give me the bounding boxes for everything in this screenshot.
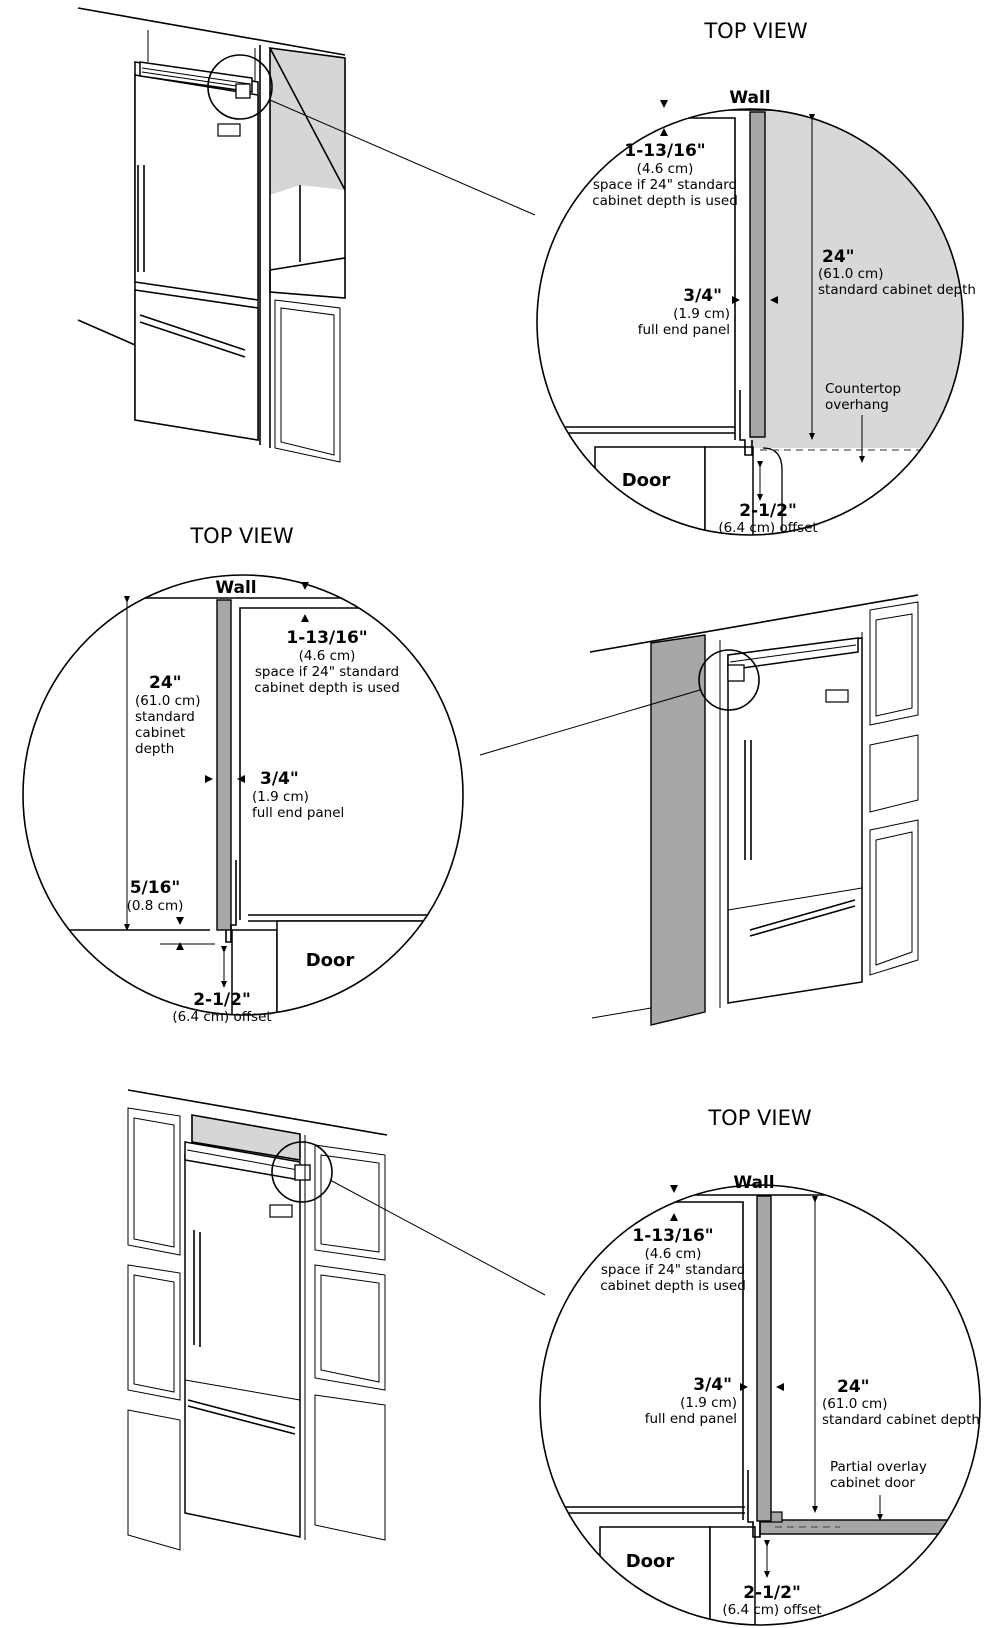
top-view-title-3: TOP VIEW [707, 1106, 812, 1130]
reveal-metric-2: (0.8 cm) [127, 898, 184, 914]
offset-note-1: (6.4 cm) offset [718, 520, 817, 536]
top-view-3 [539, 1184, 981, 1626]
gap-note-1a: space if 24" standard [593, 177, 737, 193]
door-label-1: Door [622, 470, 671, 491]
panel-dimension-1: 3/4" [683, 286, 722, 306]
wall-label-2: Wall [215, 578, 256, 598]
offset-dimension-2: 2-1/2" [193, 990, 251, 1010]
offset-dimension-3: 2-1/2" [743, 1583, 801, 1603]
offset-dimension-1: 2-1/2" [739, 501, 797, 521]
depth-note-2b: cabinet [135, 725, 185, 741]
panel-metric-2: (1.9 cm) [252, 789, 309, 805]
overhang-label-1b: overhang [825, 397, 889, 413]
depth-note-2a: standard [135, 709, 195, 725]
door-label-3: Door [626, 1551, 675, 1572]
depth-dimension-3: 24" [837, 1377, 870, 1397]
depth-metric-1: (61.0 cm) [818, 266, 883, 282]
wall-label-3: Wall [733, 1173, 774, 1193]
panel-note-2: full end panel [252, 805, 344, 821]
gap-dimension-2: 1-13/16" [286, 628, 367, 648]
offset-note-3: (6.4 cm) offset [722, 1602, 821, 1618]
gap-metric-2: (4.6 cm) [299, 648, 356, 664]
depth-note-3: standard cabinet depth [822, 1412, 980, 1428]
panel-dimension-2: 3/4" [260, 769, 299, 789]
perspective-fridge-countertop [77, 7, 536, 463]
gap-dimension-1: 1-13/16" [624, 141, 705, 161]
depth-note-1: standard cabinet depth [818, 282, 976, 298]
gap-metric-3: (4.6 cm) [645, 1246, 702, 1262]
top-view-title-2: TOP VIEW [189, 524, 294, 548]
depth-dimension-2: 24" [149, 673, 182, 693]
offset-note-2: (6.4 cm) offset [172, 1009, 271, 1025]
panel-metric-1: (1.9 cm) [673, 306, 730, 322]
perspective-fridge-full-panel [479, 594, 919, 1026]
top-view-1 [536, 100, 964, 536]
depth-metric-2: (61.0 cm) [135, 693, 200, 709]
gap-note-2a: space if 24" standard [255, 664, 399, 680]
depth-dimension-1: 24" [822, 247, 855, 267]
wall-label-1: Wall [729, 88, 770, 108]
overlay-label-3b: cabinet door [830, 1475, 916, 1491]
perspective-fridge-overlay [127, 1089, 546, 1551]
panel-note-3: full end panel [645, 1411, 737, 1427]
gap-note-2b: cabinet depth is used [254, 680, 400, 696]
gap-metric-1: (4.6 cm) [637, 161, 694, 177]
gap-dimension-3: 1-13/16" [632, 1226, 713, 1246]
gap-note-1b: cabinet depth is used [592, 193, 738, 209]
gap-note-3b: cabinet depth is used [600, 1278, 746, 1294]
panel-note-1: full end panel [638, 322, 730, 338]
gap-note-3a: space if 24" standard [601, 1262, 745, 1278]
depth-metric-3: (61.0 cm) [822, 1396, 887, 1412]
panel-dimension-3: 3/4" [693, 1375, 732, 1395]
depth-note-2c: depth [135, 741, 174, 757]
reveal-dimension-2: 5/16" [130, 878, 181, 898]
top-view-title-1: TOP VIEW [703, 19, 808, 43]
panel-metric-3: (1.9 cm) [680, 1395, 737, 1411]
overhang-label-1a: Countertop [825, 381, 901, 397]
overlay-label-3a: Partial overlay [830, 1459, 927, 1475]
top-view-2 [22, 574, 464, 1016]
door-label-2: Door [306, 950, 355, 971]
